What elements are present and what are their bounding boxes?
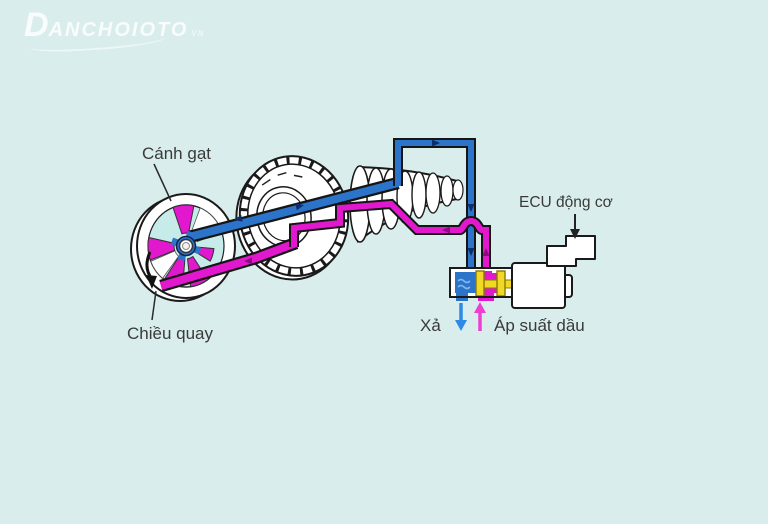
brand-logo-initial: D xyxy=(24,6,49,44)
ecu-arrow xyxy=(570,214,580,239)
pressure-oil-line xyxy=(159,198,491,292)
oil-control-valve xyxy=(449,267,515,301)
ecu-label: ECU động cơ xyxy=(519,194,613,211)
flow-arrows xyxy=(234,139,490,265)
solenoid-box xyxy=(511,262,573,309)
pressure-label: Áp suất dầu xyxy=(494,316,585,335)
rotation-arrow xyxy=(145,251,157,289)
valve-oil-waves xyxy=(457,278,471,290)
vane-label: Cánh gạt xyxy=(142,144,211,163)
brand-logo-text: ANCHOIOTO xyxy=(48,19,189,41)
rotation-leader-line xyxy=(151,290,157,321)
ecu-box xyxy=(546,235,596,267)
pressure-arrow xyxy=(474,302,486,331)
brand-logo-suffix: VN xyxy=(191,29,205,38)
vane-leader-line xyxy=(153,163,172,202)
drain-label: Xả xyxy=(420,316,441,335)
rotor-hub xyxy=(170,230,202,262)
sprocket-face-marks xyxy=(261,171,303,186)
drain-arrow xyxy=(455,303,467,331)
rotation-label: Chiều quay xyxy=(127,324,214,343)
